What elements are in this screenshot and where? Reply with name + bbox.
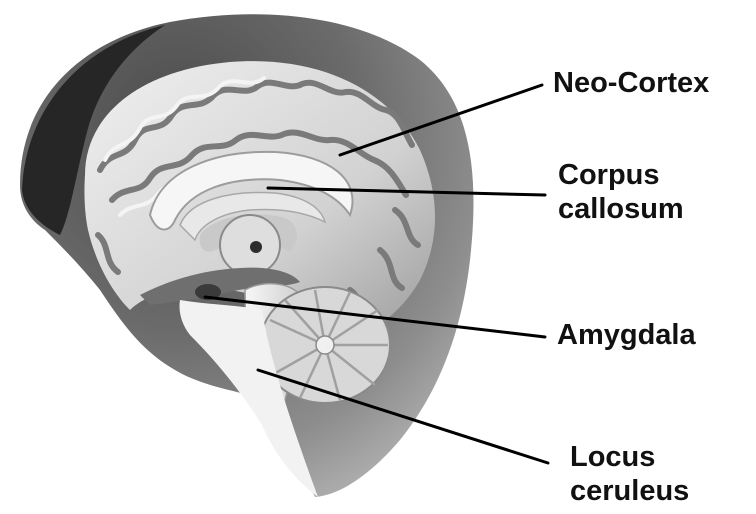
thalamus-shape (220, 215, 280, 275)
label-neo-cortex: Neo-Cortex (553, 66, 709, 100)
label-corpus-callosum: Corpus callosum (558, 158, 684, 226)
label-amygdala: Amygdala (557, 318, 696, 352)
thalamus-dot (250, 241, 262, 253)
label-corpus-callosum-line2: callosum (558, 192, 684, 226)
label-locus-ceruleus-line2: ceruleus (570, 474, 689, 508)
label-locus-ceruleus: Locus ceruleus (570, 440, 689, 508)
label-corpus-callosum-line1: Corpus (558, 158, 684, 192)
label-locus-ceruleus-line1: Locus (570, 440, 689, 474)
